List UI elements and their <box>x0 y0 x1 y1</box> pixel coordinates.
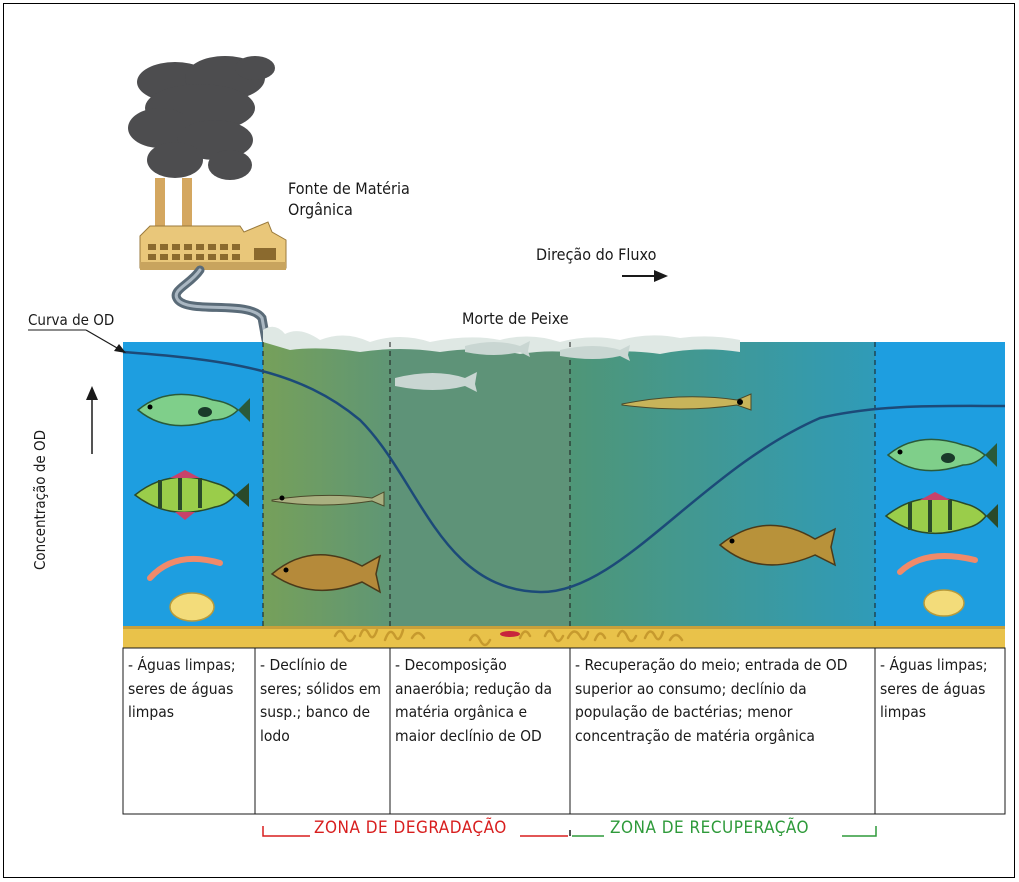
zone-brackets <box>262 826 877 837</box>
recovery-water <box>570 342 875 626</box>
shrimp-left <box>147 555 223 581</box>
fish-perch-right <box>884 492 998 535</box>
od-curve-pointer <box>28 329 126 353</box>
degradation-zone-label: ZONA DE DEGRADAÇÃO <box>314 818 507 838</box>
smoke-cloud <box>128 56 275 180</box>
fish-death-label: Morte de Peixe <box>462 309 569 328</box>
sediment-bed <box>123 626 1005 648</box>
shrimp-right <box>897 553 978 575</box>
fish-carp-recovery <box>718 524 837 567</box>
fish-pike-recovery <box>621 393 752 411</box>
sludge-worms <box>333 628 684 647</box>
fish-bass-left <box>136 393 250 427</box>
surface-foam <box>263 326 740 356</box>
description-table <box>122 647 1006 815</box>
zone-description-decomposition: - Decomposição anaeróbia; redução da mat… <box>395 656 553 745</box>
zone-description-recovery: - Recuperação do meio; entrada de OD sup… <box>575 656 848 745</box>
flow-direction-label: Direção do Fluxo <box>536 245 657 264</box>
od-axis-arrow <box>86 386 98 454</box>
clam-right <box>923 589 965 617</box>
flow-arrow-icon <box>622 270 668 282</box>
fish-perch-left <box>133 470 249 520</box>
od-curve <box>122 350 1006 594</box>
zone-description-clean-left: - Águas limpas; seres de águas limpas <box>128 656 236 721</box>
dead-fish <box>395 341 630 392</box>
clam-left <box>169 592 215 622</box>
fish-bass-right <box>886 438 997 472</box>
factory-icon <box>139 178 287 270</box>
fish-carp-degradation <box>270 554 382 594</box>
zone-description-clean-right: - Águas limpas; seres de águas limpas <box>880 656 988 721</box>
recovery-zone-label: ZONA DE RECUPERAÇÃO <box>610 818 810 838</box>
zone-description-degradation: - Declínio de seres; sólidos em susp.; b… <box>260 656 382 745</box>
od-axis-label: Concentração de OD <box>31 429 49 571</box>
fish-pike-degradation <box>271 491 385 507</box>
source-label: Fonte de Matéria Orgânica <box>288 179 410 219</box>
clean-water-right <box>875 342 1005 626</box>
zone-dividers <box>262 342 876 626</box>
od-curve-label: Curva de OD <box>28 311 115 329</box>
